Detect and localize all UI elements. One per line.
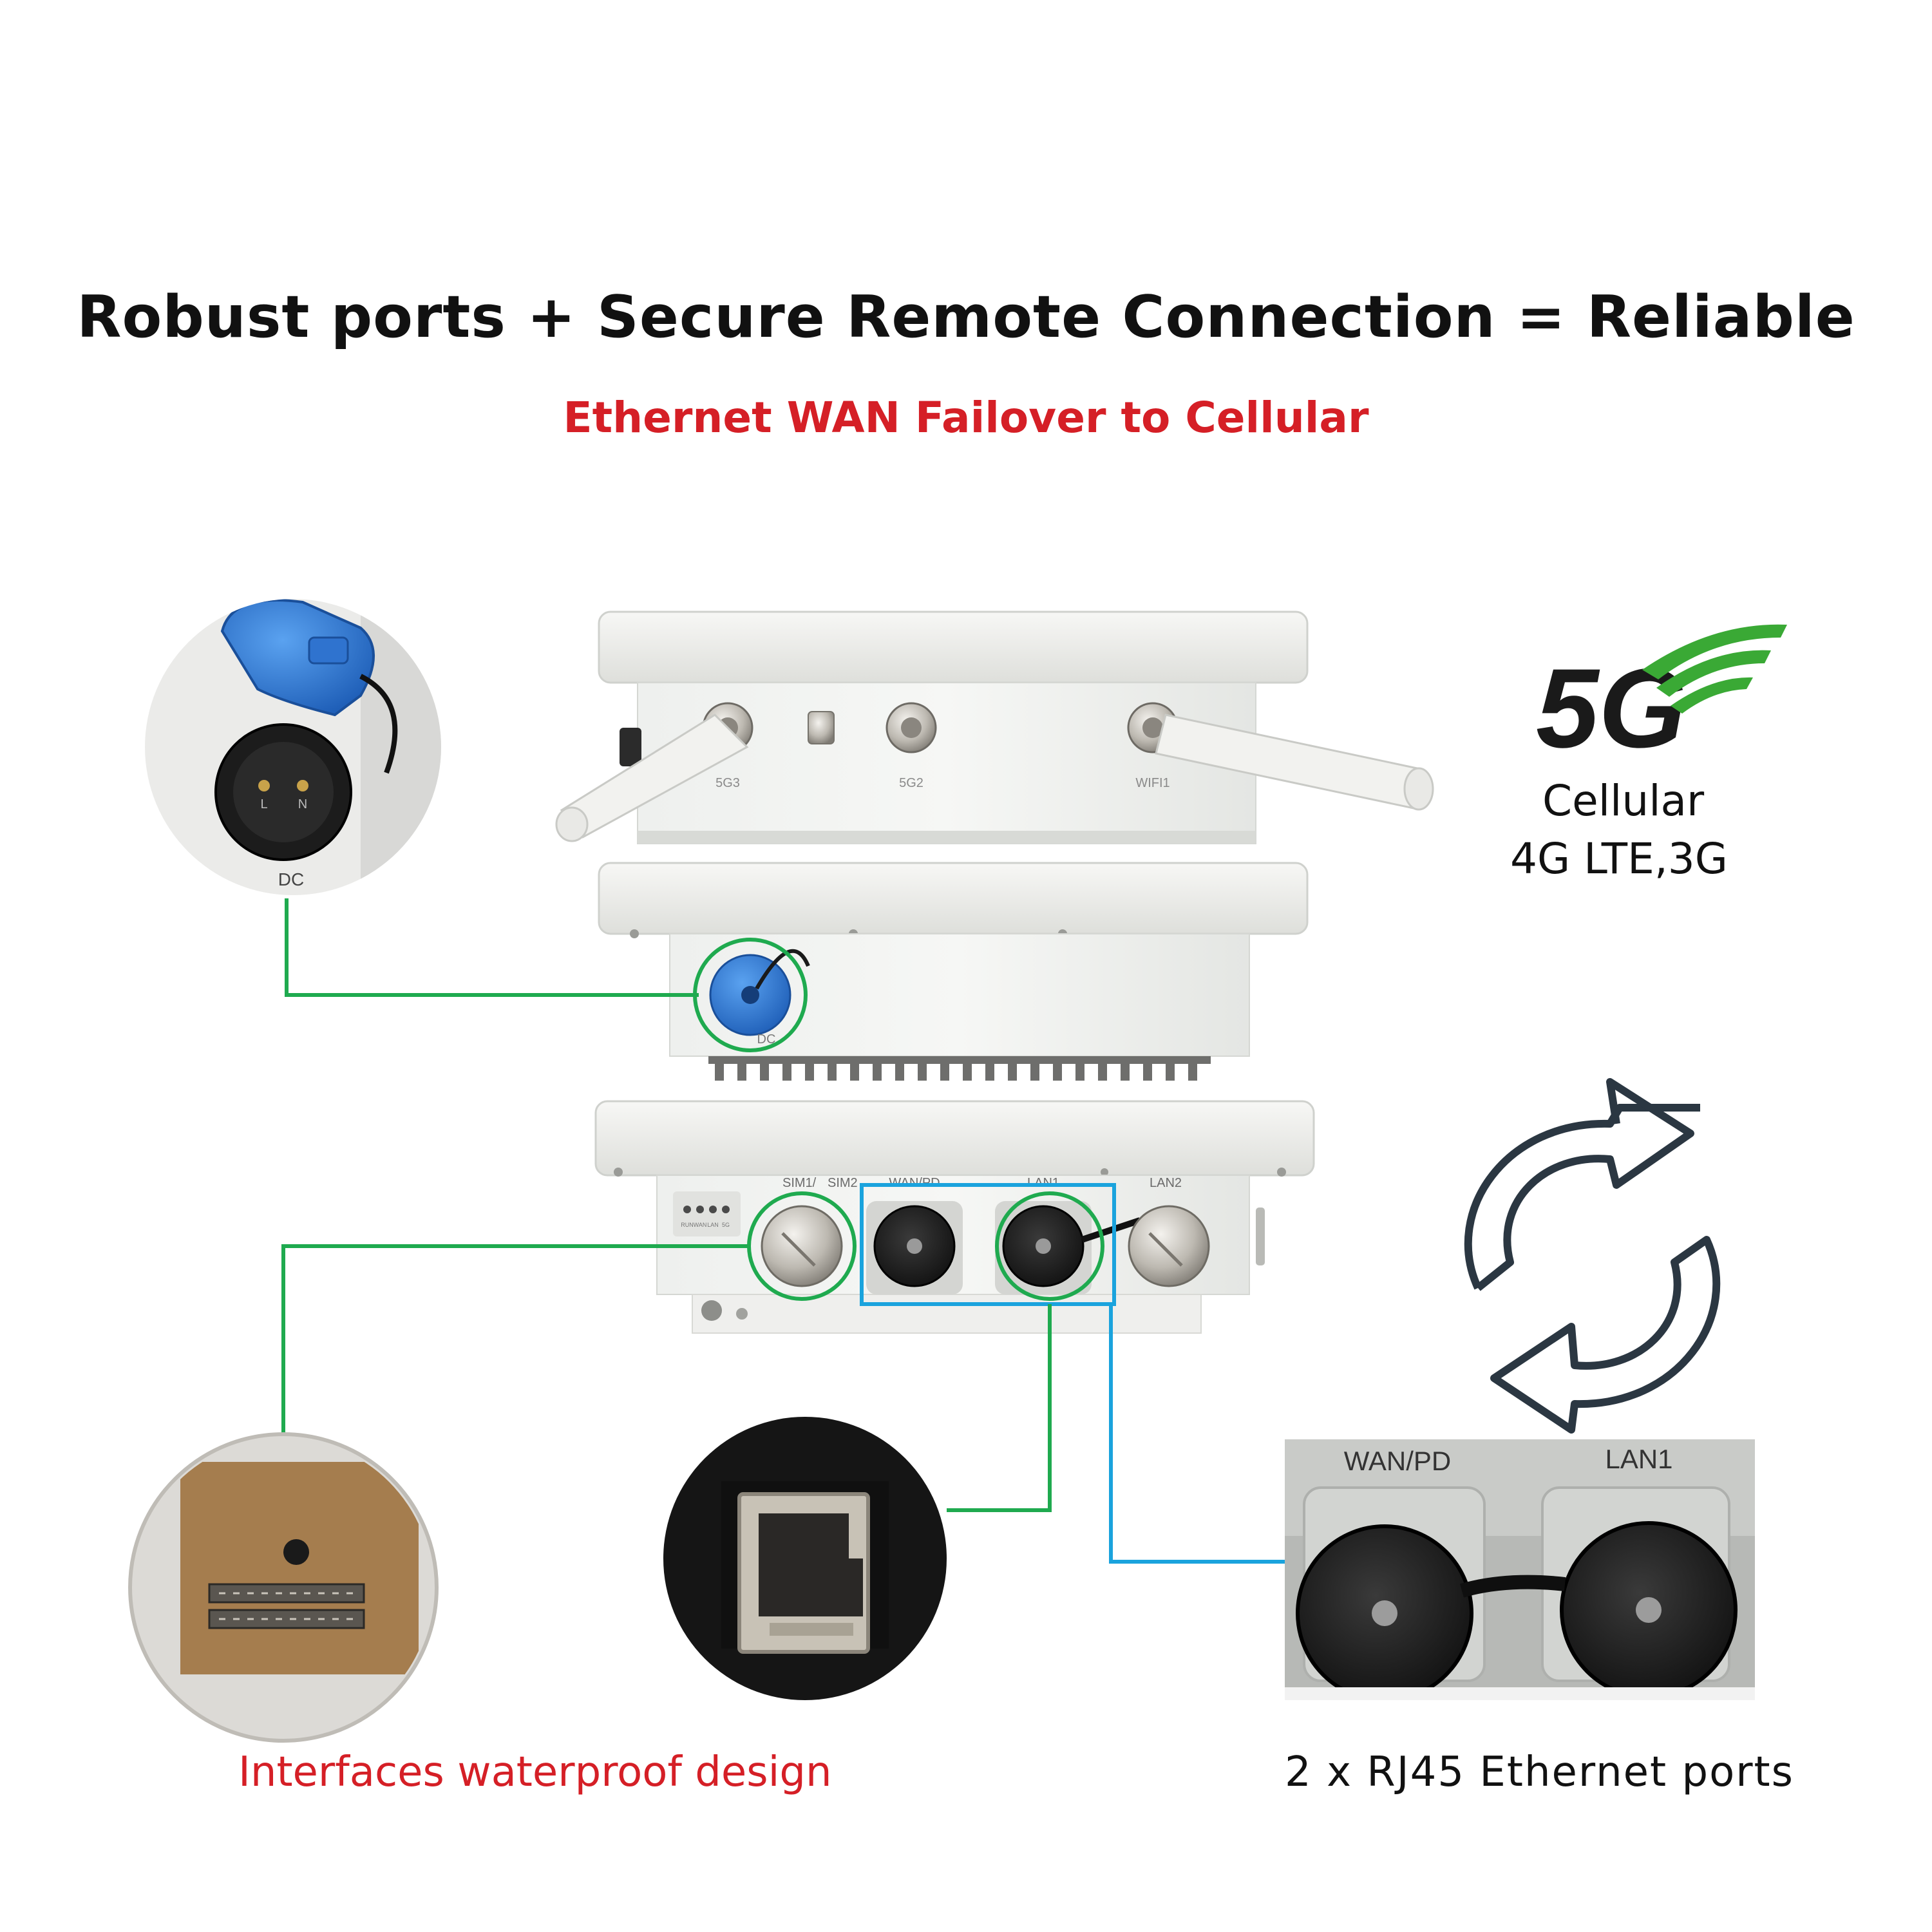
ethernet-caption: 2 x RJ45 Ethernet ports	[1285, 1748, 1794, 1796]
lan2-port-cap	[1128, 1205, 1210, 1287]
waterproof-caption: Interfaces waterproof design	[238, 1748, 832, 1796]
sim-slot-inset	[128, 1432, 439, 1743]
router-side-view: DC	[598, 862, 1309, 1081]
subheadline: Ethernet WAN Failover to Cellular	[563, 393, 1369, 442]
router-top-view: 5G3 5G2 WIFI1	[555, 611, 1434, 844]
eth-inset-label-lan1: LAN1	[1605, 1444, 1672, 1474]
led-label-lan: LAN	[707, 1222, 719, 1228]
lan1-highlight-ring	[995, 1191, 1104, 1301]
callout-connectors	[281, 898, 1285, 1564]
cellular-label: Cellular	[1542, 776, 1705, 826]
antenna-left	[555, 714, 749, 842]
led-label-5g: 5G	[722, 1222, 730, 1228]
dc-inset-label: DC	[278, 869, 304, 889]
headline: Robust ports + Secure Remote Connection …	[77, 283, 1855, 351]
dc-highlight-ring	[693, 938, 808, 1052]
router-ports-view: RUN WAN LAN 5G SIM1/ SIM2 WAN/PD LAN1 LA…	[594, 1100, 1315, 1334]
dc-pin-l: L	[260, 797, 267, 811]
sim-port-cap	[761, 1205, 843, 1287]
antenna-label-5g3: 5G3	[715, 776, 740, 790]
cellular-bands-label: 4G LTE,3G	[1510, 834, 1728, 884]
sync-icon	[1464, 1078, 1721, 1434]
heatsink-fins	[708, 1056, 1211, 1081]
led-label-run: RUN	[681, 1222, 694, 1228]
ethernet-ports-inset: WAN/PD LAN1	[1285, 1439, 1755, 1700]
dc-port-label: DC	[757, 1032, 776, 1046]
dc-connector-inset: L N DC	[145, 599, 441, 895]
antenna-right	[1155, 714, 1434, 811]
port-label-sim1: SIM1/	[782, 1176, 817, 1190]
port-label-sim2: SIM2	[828, 1176, 858, 1190]
eth-inset-label-wan: WAN/PD	[1344, 1446, 1451, 1476]
antenna-label-5g2: 5G2	[899, 776, 923, 790]
dc-pin-n: N	[298, 797, 307, 811]
5g-logo: 5G	[1536, 624, 1787, 772]
sim-highlight-ring	[747, 1191, 857, 1301]
port-label-lan2: LAN2	[1150, 1176, 1182, 1190]
led-label-wan: WAN	[694, 1222, 707, 1228]
rj45-port-inset	[663, 1417, 947, 1700]
antenna-label-wifi1: WIFI1	[1135, 776, 1170, 790]
ethernet-highlight-box	[860, 1183, 1116, 1306]
